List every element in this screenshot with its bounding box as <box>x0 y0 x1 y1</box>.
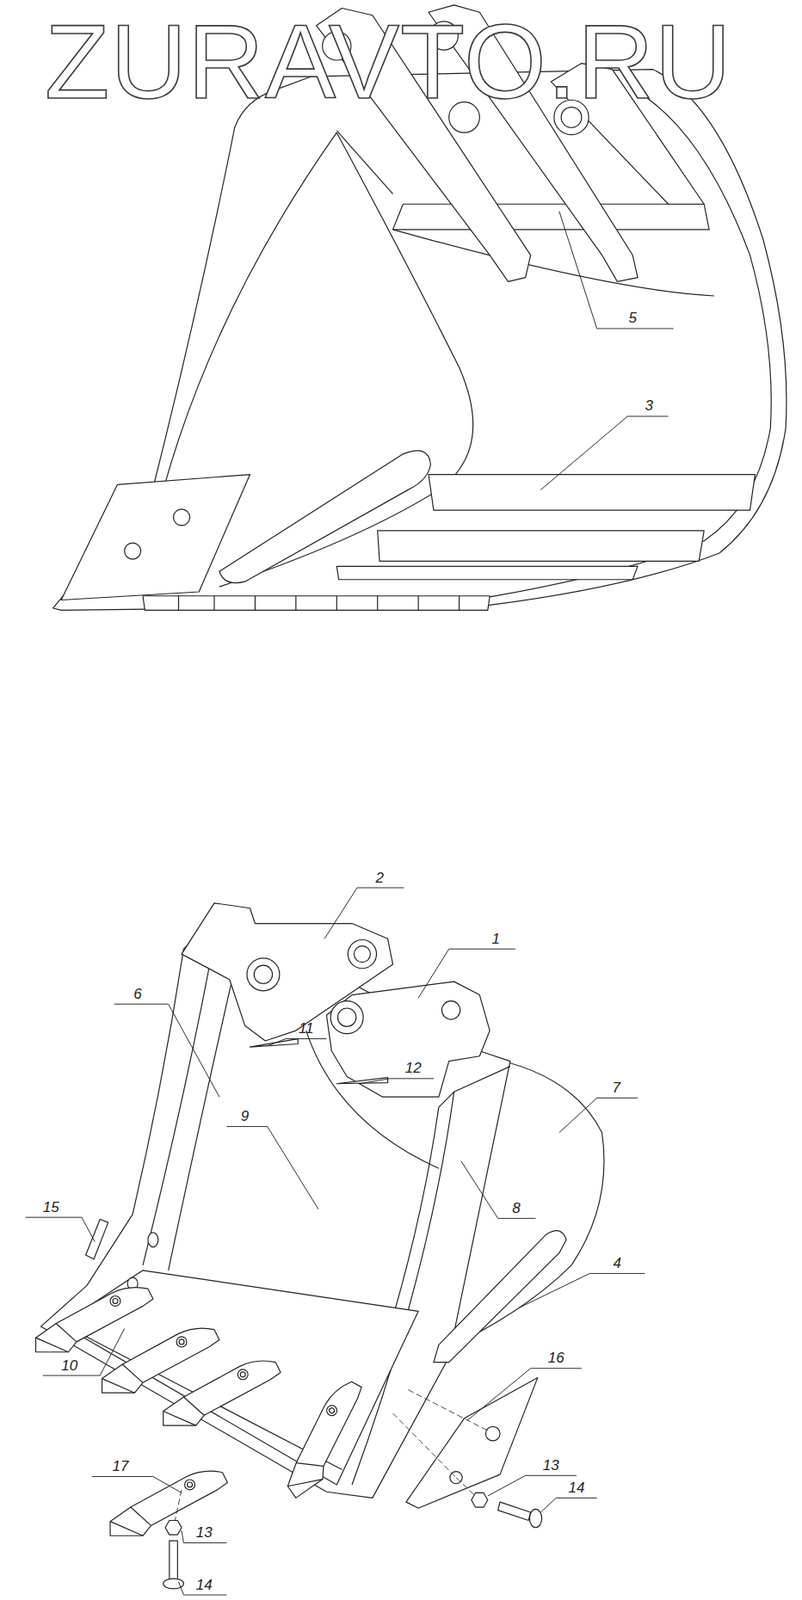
callout-number: 14 <box>196 1578 213 1593</box>
callout-number: 6 <box>133 987 142 1002</box>
callout-number: 8 <box>512 1201 520 1216</box>
callout-number: 17 <box>112 1459 130 1475</box>
callout-number: 14 <box>568 1480 586 1496</box>
callout-number: 12 <box>405 1061 422 1076</box>
callout-number: 13 <box>196 1525 213 1541</box>
callout-number: 1 <box>492 931 500 947</box>
watermark: ZURAVTO.RU <box>44 8 733 115</box>
callout-number: 3 <box>644 398 653 414</box>
callout-number: 11 <box>298 1021 315 1037</box>
callout-number: 5 <box>628 310 636 326</box>
callout-number: 9 <box>240 1109 249 1124</box>
callout-number: 16 <box>548 1351 565 1366</box>
callout-number: 13 <box>542 1458 560 1474</box>
callout-number: 10 <box>61 1358 78 1374</box>
callout-number: 7 <box>612 1080 621 1096</box>
callout-number: 4 <box>613 1256 622 1271</box>
callout-number: 15 <box>43 1200 60 1216</box>
callout-number: 2 <box>375 870 383 886</box>
